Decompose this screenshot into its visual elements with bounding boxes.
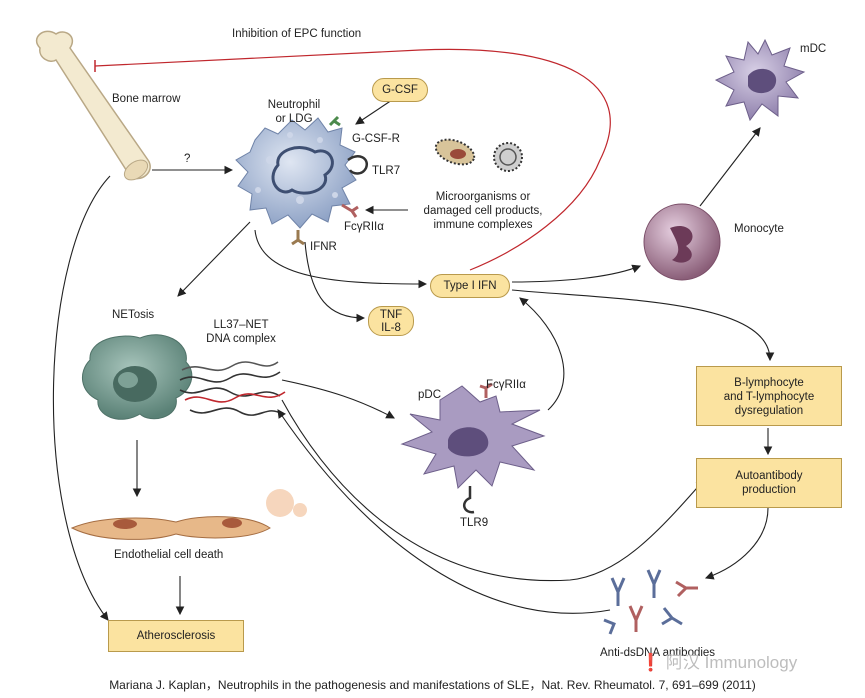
mdc-label: mDC [800,43,827,55]
arrow-neutrophil-netosis [177,221,251,297]
ifnr-label: IFNR [310,241,337,253]
auto-line-1: Autoantibody [735,470,803,482]
figure-caption: Mariana J. Kaplan，Neutrophils in the pat… [109,678,756,692]
micro-label-1: Microorganisms or [435,191,531,203]
blym-line-2: and T-lymphocyte [723,391,815,403]
netosis-label: NETosis [112,309,155,321]
micro-label-3: immune complexes [433,219,533,231]
auto-line-2: production [742,484,796,496]
bone-marrow-label: Bone marrow [112,93,181,105]
arrow-ifn-monocyte [511,264,642,283]
endothelial-label: Endothelial cell death [114,549,224,561]
atherosclerosis-box: Atherosclerosis [108,620,244,652]
blym-line-3: dysregulation [734,405,804,417]
il8-label: IL-8 [381,322,401,334]
tlr7-receptor-icon [347,155,369,175]
fcgr-neutrophil-icon [341,203,359,218]
type1-ifn-pill: Type I IFN [430,274,510,298]
micro-label-2: damaged cell products, [423,205,543,217]
netosis-cell [82,334,193,420]
neutrophil-cell [235,117,357,229]
inhibition-label: Inhibition of EPC function [232,28,362,40]
ll37-label-1: LL37–NET [213,319,269,331]
tlr9-label: TLR9 [460,517,489,529]
tlr7-label: TLR7 [372,165,401,177]
mdc-cell [714,38,806,122]
arrow-bone-athero [52,175,111,621]
neutrophil-label: Neutrophil [267,99,321,111]
tlr9-receptor-icon [462,486,475,514]
fcgr-pdc-icon [479,382,493,398]
lymphocyte-box: B-lymphocyte and T-lymphocyte dysregulat… [696,366,842,426]
arrow-auto-antibody [704,507,769,580]
ll37-label-2: DNA complex [206,333,276,345]
arrow-ifn-blym [511,289,775,362]
tnf-label: TNF [379,309,403,321]
ifnr-receptor-icon [291,230,305,246]
arrow-pdc-ifn [519,297,565,411]
gcsfr-label: G-CSF-R [352,133,400,145]
watermark: ❗ 阿汉 Immunology [640,653,798,672]
pdc-cell [400,385,546,490]
fcgr-pdc-label: FcγRIIα [486,379,526,391]
virus-icon [493,142,523,172]
gcsfr-receptor-icon [328,115,341,127]
monocyte-cell [643,203,721,281]
arrow-neutrophil-ifn [254,229,428,289]
arrow-monocyte-mdc [699,127,761,207]
or-ldg-label: or LDG [275,113,313,125]
monocyte-label: Monocyte [734,223,784,235]
arrow-antibody-netosis [277,409,611,614]
blym-line-1: B-lymphocyte [734,377,804,389]
inhibition-line [94,48,611,271]
net-dna-icon [179,361,286,416]
fcgr-neutrophil-label: FcγRIIα [344,221,384,233]
gcsf-pill: G-CSF [372,78,428,102]
tnf-il8-pill: TNF IL-8 [368,306,414,336]
arrow-neutrophil-tnf [304,241,366,323]
endothelial-cells [70,489,307,540]
microorganism-icon [434,138,476,166]
autoantibody-box: Autoantibody production [696,458,842,508]
bone-icon [35,30,151,181]
arrow-pdc-auto [281,399,705,582]
pdc-label: pDC [418,389,442,401]
anti-dsdna-label: Anti-dsDNA antibodies [600,647,716,659]
arrow-dna-pdc [281,379,395,419]
question-label: ? [184,153,191,165]
antibody-icons [603,569,698,635]
